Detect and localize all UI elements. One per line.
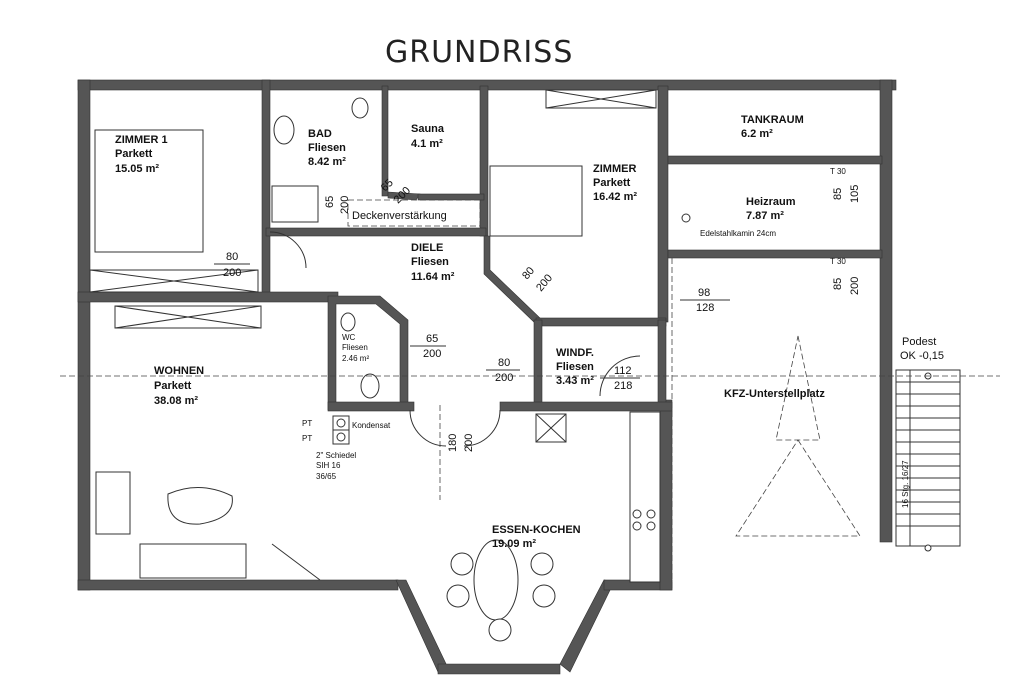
- essen-area: 19.09 m²: [492, 538, 536, 550]
- dim-bad-h: 200: [339, 196, 351, 214]
- dim-sauna-w: 65: [379, 177, 396, 194]
- carport: [671, 258, 861, 590]
- door-swings: [269, 231, 641, 581]
- wc-area: 2.46 m²: [342, 354, 369, 363]
- essen-name: ESSEN-KOCHEN: [492, 524, 581, 536]
- dim-zimmer2-h: 200: [534, 272, 555, 294]
- stairs-label: 16 Stg. 16/27: [901, 460, 910, 508]
- schiedel-label: 2" Schiedel: [316, 451, 356, 460]
- podest-label: Podest: [902, 336, 936, 348]
- dim-wc-w: 65: [426, 333, 438, 345]
- zimmer1-floor: Parkett: [115, 148, 153, 160]
- bad-floor: Fliesen: [308, 142, 346, 154]
- windfang-area: 3.43 m²: [556, 375, 594, 387]
- dim-zimmer1-w: 80: [226, 251, 238, 263]
- zimmer1-area: 15.05 m²: [115, 163, 159, 175]
- zimmer2-area: 16.42 m²: [593, 191, 637, 203]
- sauna-area: 4.1 m²: [411, 138, 443, 150]
- tankraum-area: 6.2 m²: [741, 128, 773, 140]
- wohnen-name: WOHNEN: [154, 365, 204, 377]
- dim-wind-h: 200: [495, 372, 513, 384]
- dim-sauna-h: 200: [392, 185, 413, 206]
- dim-carport-h: 128: [696, 302, 714, 314]
- plan-title: GRUNDRISS: [385, 35, 573, 70]
- pt-label-2: PT: [302, 434, 312, 443]
- interior-walls: [77, 79, 883, 412]
- bad-area: 8.42 m²: [308, 156, 346, 168]
- bad-name: BAD: [308, 128, 332, 140]
- schiedel-dim: 36/65: [316, 472, 337, 481]
- tankraum-name: TANKRAUM: [741, 114, 804, 126]
- dim-wc-h: 200: [423, 348, 441, 360]
- outer-walls: [77, 79, 897, 675]
- diele-floor: Fliesen: [411, 256, 449, 268]
- dim-bad-w: 65: [324, 196, 336, 208]
- dim-kueche-h: 200: [463, 434, 475, 452]
- furniture: [89, 89, 691, 642]
- stairs: [895, 369, 961, 552]
- dim-tank-h: 200: [849, 277, 861, 295]
- pt-label-1: PT: [302, 419, 312, 428]
- deckenverstaerkung-label: Deckenverstärkung: [352, 210, 447, 222]
- zimmer2-name: ZIMMER: [593, 163, 636, 175]
- dim-heiz-w: 85: [832, 188, 844, 200]
- dim-wind-w: 80: [498, 357, 510, 369]
- dim-heiz-h: 105: [849, 185, 861, 203]
- t30-label-a: T 30: [830, 167, 846, 176]
- podest-level: OK -0,15: [900, 350, 944, 362]
- windfang-floor: Fliesen: [556, 361, 594, 373]
- wohnen-floor: Parkett: [154, 380, 192, 392]
- dim-carport-w: 98: [698, 287, 710, 299]
- wc-name: WC: [342, 333, 356, 342]
- dim-zimmer2-w: 80: [520, 265, 537, 282]
- sauna-name: Sauna: [411, 123, 445, 135]
- dim-window-w: 112: [614, 365, 632, 377]
- zimmer2-floor: Parkett: [593, 177, 631, 189]
- wc-floor: Fliesen: [342, 343, 368, 352]
- wohnen-area: 38.08 m²: [154, 395, 198, 407]
- zimmer1-name: ZIMMER 1: [115, 134, 168, 146]
- kondensat-label: Kondensat: [352, 421, 391, 430]
- heizraum-note: Edelstahlkamin 24cm: [700, 229, 776, 238]
- heizraum-area: 7.87 m²: [746, 210, 784, 222]
- heizraum-name: Heizraum: [746, 196, 796, 208]
- t30-label-b: T 30: [830, 257, 846, 266]
- windfang-name: WINDF.: [556, 347, 594, 359]
- sih-label: SIH 16: [316, 461, 341, 470]
- dim-kueche-w: 180: [447, 434, 459, 452]
- dim-tank-w: 85: [832, 278, 844, 290]
- diele-name: DIELE: [411, 242, 443, 254]
- dim-window-h: 218: [614, 380, 632, 392]
- dim-zimmer1-h: 200: [223, 267, 241, 279]
- diele-area: 11.64 m²: [411, 271, 455, 283]
- carport-name: KFZ-Unterstellplatz: [724, 388, 825, 400]
